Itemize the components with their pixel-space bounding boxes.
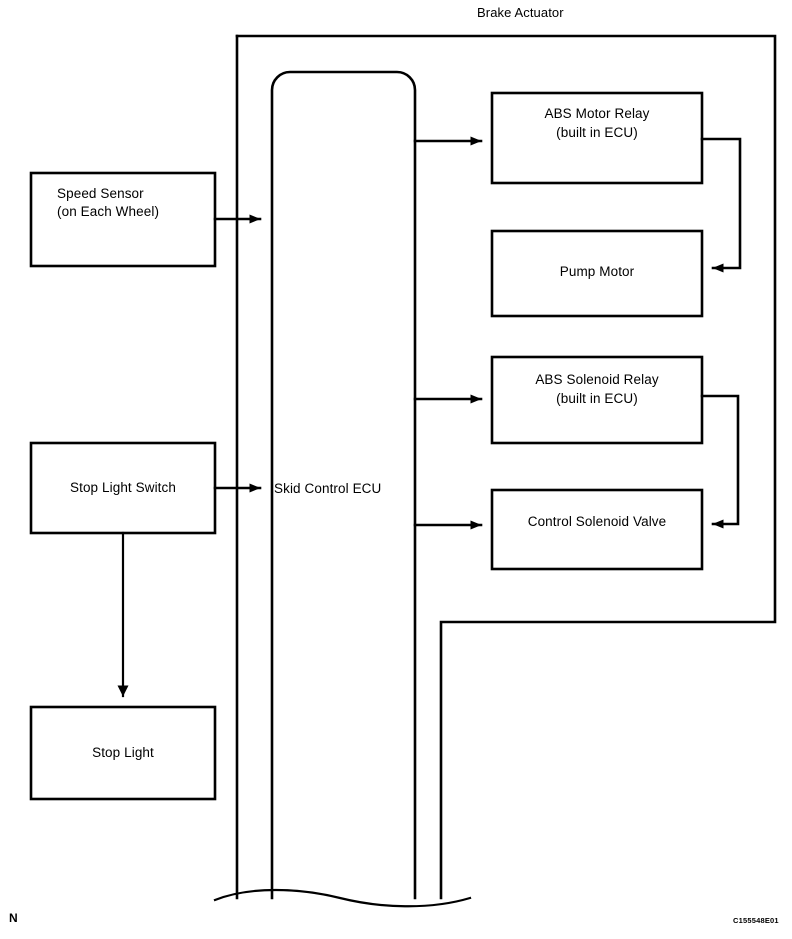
pump-motor-label: Pump Motor	[559, 264, 635, 279]
corner-mark: N	[9, 911, 18, 925]
conn-abs-motor-relay-to-pump-motor	[700, 137, 742, 273]
figure-title: Brake Actuator	[477, 5, 564, 20]
brake-actuator-boundary	[235, 34, 777, 900]
pump-motor-box	[490, 229, 704, 318]
bottom-break-wave	[213, 888, 472, 908]
figure-code: C155548E01	[733, 916, 779, 925]
abs-solenoid-relay-label-line2: (built in ECU)	[556, 391, 638, 406]
control-solenoid-valve-label: Control Solenoid Valve	[527, 514, 667, 529]
abs-motor-relay-label-line2: (built in ECU)	[556, 125, 638, 140]
conn-abs-solenoid-relay-to-control-solenoid-valve	[700, 394, 740, 529]
abs-solenoid-relay-label-line1: ABS Solenoid Relay	[535, 372, 659, 387]
stop-light-box	[29, 705, 217, 801]
skid-control-ecu-outline	[270, 70, 417, 900]
skid-control-ecu-label: Skid Control ECU	[274, 481, 382, 496]
speed-sensor-label-line2: (on Each Wheel)	[57, 204, 160, 219]
stop-light-switch-label: Stop Light Switch	[69, 480, 176, 495]
stop-light-label: Stop Light	[92, 745, 154, 760]
control-solenoid-valve-box	[490, 488, 704, 571]
abs-motor-relay-label-line1: ABS Motor Relay	[544, 106, 650, 121]
speed-sensor-label-line1: Speed Sensor	[57, 186, 144, 201]
abs-solenoid-relay-box	[490, 355, 704, 445]
